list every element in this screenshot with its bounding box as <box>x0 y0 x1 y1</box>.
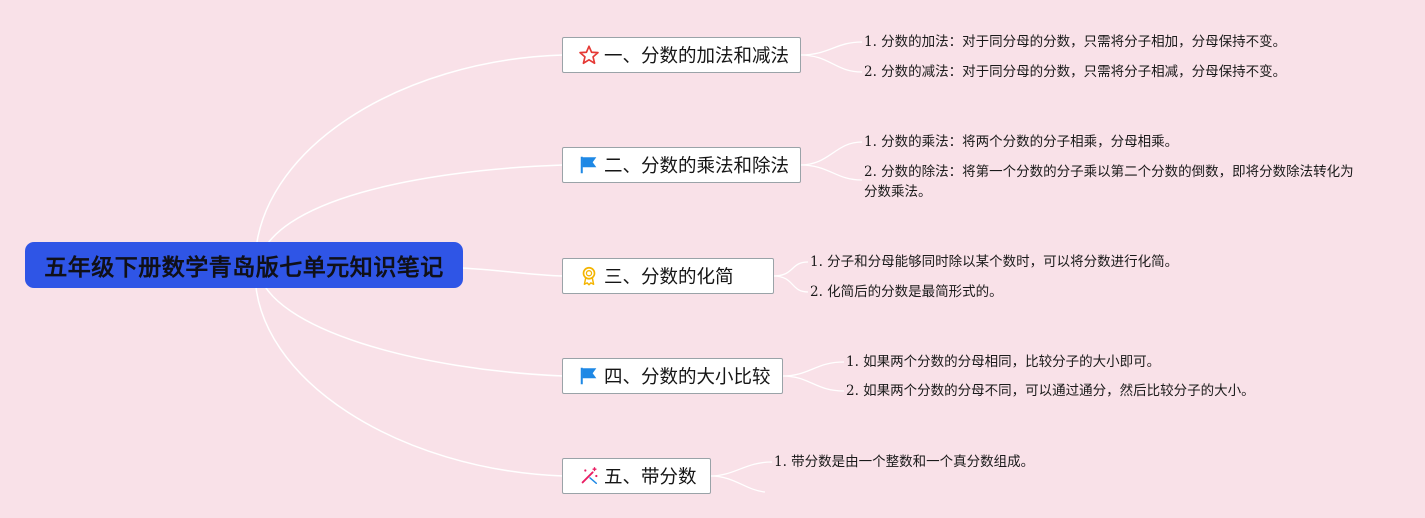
branch-label: 四、分数的大小比较 <box>604 367 771 388</box>
award-ribbon-icon <box>578 265 600 287</box>
connector-b1-leaf-2 <box>799 54 863 73</box>
connector-b1-leaf-1 <box>799 41 863 56</box>
leaf-item: 1. 分子和分母能够同时除以某个数时，可以将分数进行化简。 <box>810 254 1179 270</box>
leaf-item: 1. 带分数是由一个整数和一个真分数组成。 <box>774 454 1035 470</box>
connector-b4-leaf-2 <box>781 375 845 392</box>
root-topic[interactable]: 五年级下册数学青岛版七单元知识笔记 <box>25 242 463 288</box>
branch-mixed-numbers[interactable]: 五、带分数 <box>562 458 711 494</box>
connector-root-branch-4 <box>257 269 564 377</box>
connector-root-branch-3 <box>461 267 564 277</box>
connector-root-branch-1 <box>254 54 564 266</box>
branch-comparison[interactable]: 四、分数的大小比较 <box>562 358 783 394</box>
connector-b2-leaf-1 <box>799 141 863 166</box>
leaf-item: 1. 如果两个分数的分母相同，比较分子的大小即可。 <box>846 354 1161 370</box>
connector-root-branch-5 <box>254 271 564 477</box>
branch-label: 三、分数的化简 <box>604 267 734 288</box>
connector-root-branch-2 <box>257 164 564 266</box>
branch-label: 五、带分数 <box>604 467 697 488</box>
connector-b3-leaf-1 <box>772 261 809 277</box>
leaf-item: 1. 分数的加法：对于同分母的分数，只需将分子相加，分母保持不变。 <box>864 34 1287 50</box>
connector-b4-leaf-1 <box>781 361 845 377</box>
branch-simplification[interactable]: 三、分数的化简 <box>562 258 774 294</box>
connector-b5-tail <box>709 475 766 493</box>
leaf-item: 2. 如果两个分数的分母不同，可以通过通分，然后比较分子的大小。 <box>846 383 1255 399</box>
connector-b5-leaf-1 <box>709 461 773 477</box>
leaf-item: 1. 分数的乘法：将两个分数的分子相乘，分母相乘。 <box>864 134 1179 150</box>
branch-label: 二、分数的乘法和除法 <box>604 156 790 177</box>
magic-wand-icon <box>578 465 600 487</box>
branch-addition-subtraction[interactable]: 一、分数的加法和减法 <box>562 37 801 73</box>
connector-b3-leaf-2 <box>772 275 809 293</box>
connector-b2-leaf-2 <box>799 164 863 181</box>
root-title: 五年级下册数学青岛版七单元知识笔记 <box>44 255 444 281</box>
branch-label: 一、分数的加法和减法 <box>604 46 790 67</box>
flag-icon <box>578 365 600 387</box>
flag-icon <box>578 154 600 176</box>
branch-multiplication-division[interactable]: 二、分数的乘法和除法 <box>562 147 801 183</box>
leaf-item: 2. 分数的除法：将第一个分数的分子乘以第二个分数的倒数，即将分数除法转化为分数… <box>864 164 1354 200</box>
leaf-item: 2. 分数的减法：对于同分母的分数，只需将分子相减，分母保持不变。 <box>864 64 1287 80</box>
leaf-item: 2. 化简后的分数是最简形式的。 <box>810 284 1003 300</box>
star-icon <box>578 44 600 66</box>
